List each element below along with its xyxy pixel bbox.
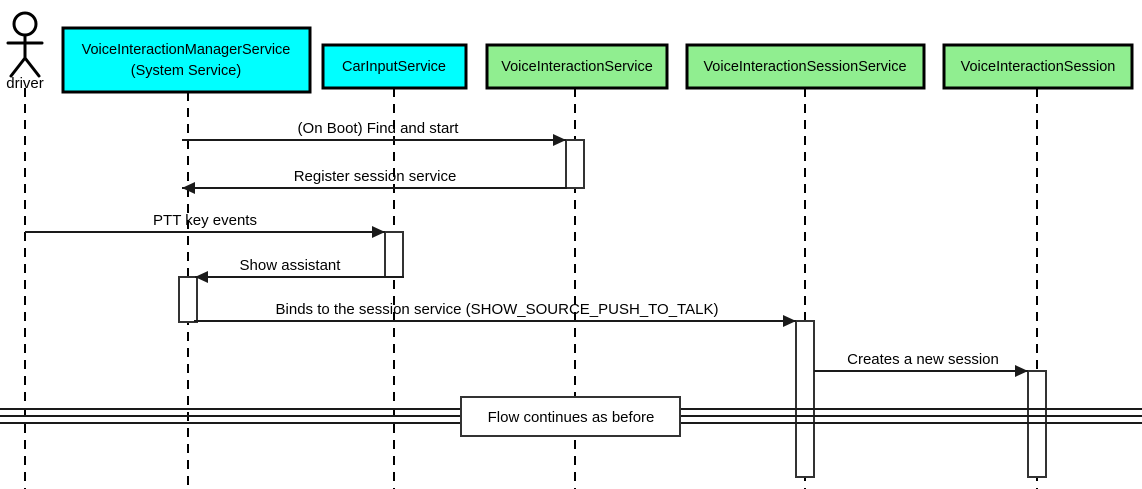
participant-vims[interactable]: VoiceInteractionManagerService (System S… bbox=[61, 26, 312, 94]
activation-bar-vis bbox=[565, 139, 585, 189]
message-label-ptt-key-events: PTT key events bbox=[153, 212, 257, 229]
message-creates-a-new-session[interactable]: Creates a new session bbox=[814, 351, 1028, 377]
message-label-creates-a-new-session: Creates a new session bbox=[847, 351, 999, 368]
message-on-boot-find-and-start[interactable]: (On Boot) Find and start bbox=[182, 120, 566, 146]
message-show-assistant[interactable]: Show assistant bbox=[195, 257, 404, 283]
participant-box-vis[interactable] bbox=[485, 43, 669, 90]
actor-leg-left-icon bbox=[9, 56, 27, 78]
participant-label-vims-line2: (System Service) bbox=[131, 63, 241, 79]
message-label-register-session-service: Register session service bbox=[294, 168, 457, 185]
participant-box-vsession[interactable] bbox=[942, 43, 1134, 90]
message-label-on-boot-find-and-start: (On Boot) Find and start bbox=[298, 120, 460, 137]
activation-bars-group bbox=[178, 139, 1047, 478]
participant-label-viss: VoiceInteractionSessionService bbox=[703, 59, 906, 75]
participant-label-vsession: VoiceInteractionSession bbox=[961, 59, 1116, 75]
participant-viss[interactable]: VoiceInteractionSessionService bbox=[685, 43, 926, 90]
message-binds-to-session-service[interactable]: Binds to the session service (SHOW_SOURC… bbox=[194, 301, 796, 327]
message-register-session-service[interactable]: Register session service bbox=[182, 168, 567, 194]
divider-note-box[interactable] bbox=[460, 396, 681, 437]
participant-label-vims-line1: VoiceInteractionManagerService bbox=[82, 42, 291, 58]
activation-bar-vims bbox=[178, 276, 198, 323]
participant-label-carinput: CarInputService bbox=[342, 59, 446, 75]
participant-box-viss[interactable] bbox=[685, 43, 926, 90]
flow-divider: Flow continues as before bbox=[0, 396, 1142, 437]
participant-carinput[interactable]: CarInputService bbox=[321, 43, 468, 90]
actor-head-icon bbox=[12, 11, 38, 37]
activation-bar-carinput bbox=[384, 231, 404, 278]
activation-bar-viss bbox=[795, 320, 815, 478]
message-ptt-key-events[interactable]: PTT key events bbox=[25, 212, 385, 238]
divider-note-label: Flow continues as before bbox=[488, 409, 655, 426]
message-label-binds-to-session-service: Binds to the session service (SHOW_SOURC… bbox=[276, 301, 719, 318]
participant-vis[interactable]: VoiceInteractionService bbox=[485, 43, 669, 90]
actor-label: driver bbox=[6, 75, 44, 92]
participant-box-carinput[interactable] bbox=[321, 43, 468, 90]
message-label-show-assistant: Show assistant bbox=[240, 257, 342, 274]
actor-leg-right-icon bbox=[23, 56, 41, 78]
actor-driver[interactable]: driver bbox=[6, 11, 44, 92]
participant-vsession[interactable]: VoiceInteractionSession bbox=[942, 43, 1134, 90]
participant-label-vis: VoiceInteractionService bbox=[501, 59, 653, 75]
participant-box-vims[interactable] bbox=[61, 26, 312, 94]
